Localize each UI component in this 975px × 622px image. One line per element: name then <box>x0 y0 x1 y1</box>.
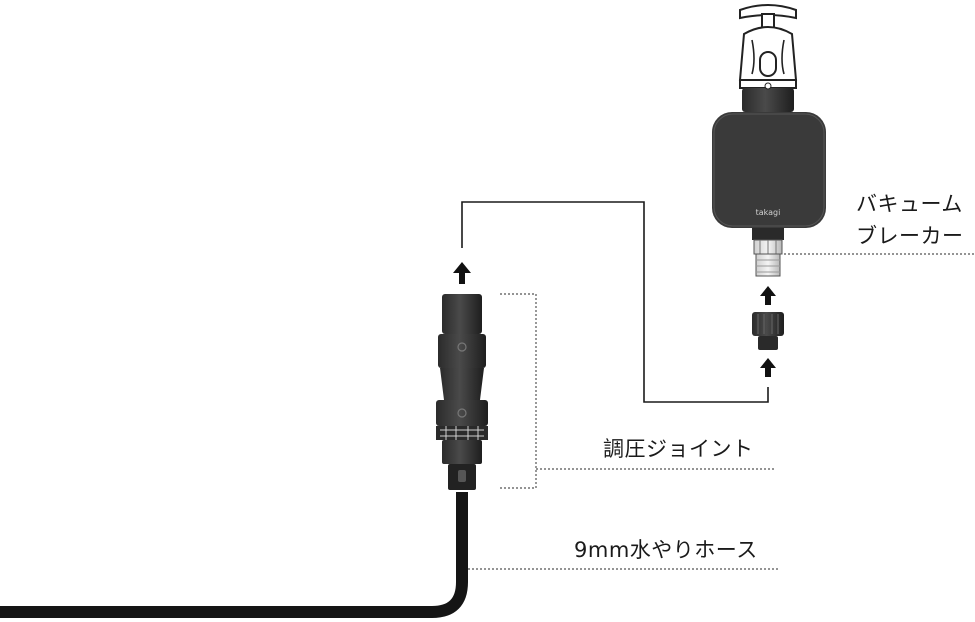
vacuum-breaker-label-line1: バキューム <box>856 192 963 216</box>
hose-label: 9mm水やりホース <box>574 538 758 562</box>
connection-line <box>461 201 769 403</box>
water-timer: takagi <box>712 112 826 228</box>
arrow-up-breaker-icon <box>760 286 776 305</box>
vacuum-breaker-label: バキューム ブレーカー <box>856 188 975 252</box>
vacuum-breaker <box>752 228 784 277</box>
pressure-regulating-joint <box>436 294 488 490</box>
arrow-up-connector-icon <box>760 358 776 377</box>
vacuum-breaker-label-line2: ブレーカー <box>856 224 964 248</box>
garden-hose <box>0 492 468 618</box>
faucet <box>738 4 798 112</box>
brand-logo: takagi <box>756 208 781 217</box>
pressure-joint-label: 調圧ジョイント <box>603 437 754 461</box>
leader-lines <box>468 253 975 570</box>
arrow-up-joint-icon <box>453 262 471 284</box>
faucet-connector <box>752 312 784 350</box>
leader-pressure-joint <box>500 293 537 489</box>
